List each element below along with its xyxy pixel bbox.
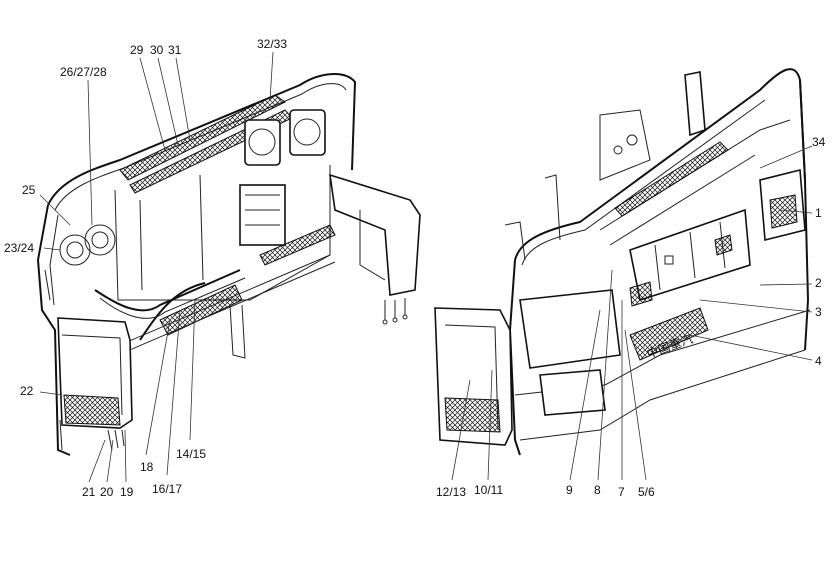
label-30: 30 [150, 43, 164, 57]
label-5-6: 5/6 [638, 485, 655, 499]
label-9: 9 [566, 483, 573, 497]
label-26-27-28: 26/27/28 [60, 65, 107, 79]
label-32-33: 32/33 [257, 37, 287, 51]
label-25: 25 [22, 183, 36, 197]
label-21: 21 [82, 485, 96, 499]
label-2: 2 [815, 276, 822, 290]
label-8: 8 [594, 483, 601, 497]
label-16-17: 16/17 [152, 482, 182, 496]
right-front-view [434, 68, 811, 456]
label-22: 22 [20, 384, 34, 398]
label-31: 31 [168, 43, 182, 57]
leader-lines [39, 51, 813, 483]
label-10-11: 10/11 [474, 483, 503, 497]
label-29: 29 [130, 43, 144, 57]
callout-labels: 1 2 3 4 5/6 7 8 9 10/11 12/13 14/15 16/1… [4, 37, 826, 499]
label-19: 19 [120, 485, 134, 499]
label-34: 34 [812, 135, 826, 149]
label-18: 18 [140, 460, 154, 474]
label-4: 4 [815, 354, 822, 368]
label-20: 20 [100, 485, 114, 499]
label-7: 7 [618, 485, 625, 499]
label-14-15: 14/15 [176, 447, 206, 461]
label-3: 3 [815, 305, 822, 319]
label-23-24: 23/24 [4, 241, 34, 255]
left-rear-view [36, 73, 421, 456]
label-1: 1 [815, 206, 822, 220]
label-12-13: 12/13 [436, 485, 466, 499]
